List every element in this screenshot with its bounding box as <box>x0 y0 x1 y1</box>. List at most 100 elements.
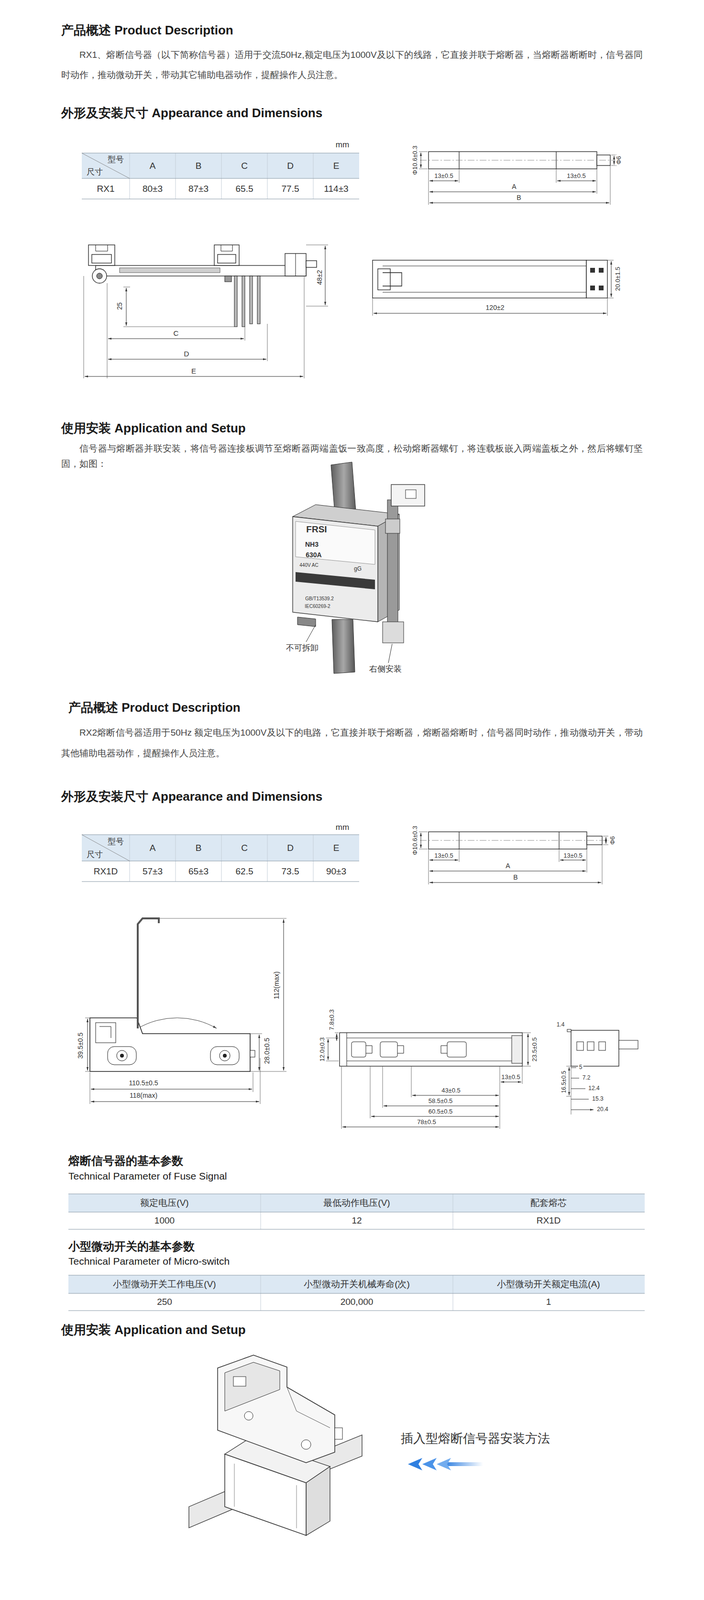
signal-top-view-shape <box>598 267 604 273</box>
plug-in-signal-side-view-shape <box>219 1050 231 1061</box>
fuse-link-drawing-shape <box>418 151 617 205</box>
plug-in-installation-illustration-shape <box>224 1362 280 1411</box>
fuse-link-drawing-shape <box>429 870 586 872</box>
plug-in-signal-end-view-shape <box>569 1067 570 1096</box>
plug-in-signal-top-view-shape <box>328 1038 329 1060</box>
plug-in-signal-end-view-shape <box>598 1041 606 1051</box>
fuse-link-drawing-shape <box>419 840 609 841</box>
fuse-installation-illustration-shape <box>388 643 393 663</box>
plug-in-installation-illustration-shape <box>217 1354 335 1463</box>
dimension-label: 120±2 <box>484 303 506 312</box>
signal-side-view-shape <box>95 265 307 276</box>
plug-in-installation-illustration <box>188 1354 363 1536</box>
signal-top-view-shape <box>382 272 402 286</box>
dimension-label: 43±0.5 <box>440 1087 462 1095</box>
dimension-label: B <box>512 873 519 881</box>
table-cell: A <box>148 842 157 854</box>
product-marking: GB/T13539.2 <box>304 595 335 602</box>
unit-label: mm <box>334 140 351 150</box>
plug-in-signal-top-view-shape <box>351 1041 366 1057</box>
table-cell: 250 <box>155 1296 174 1308</box>
dimension-table-grid <box>81 153 360 199</box>
section-heading: 外形及安装尺寸 Appearance and Dimensions <box>61 789 323 804</box>
plug-in-installation-illustration-shape <box>286 1386 330 1428</box>
parameter-table-grid-shape <box>260 1193 453 1230</box>
parameter-table-grid-shape <box>68 1193 645 1230</box>
parameter-table-grid-shape <box>68 1193 645 1212</box>
signal-top-view-shape <box>590 285 595 291</box>
table-cell: 57±3 <box>141 866 164 877</box>
signal-side-view-shape <box>214 244 240 266</box>
dimension-label: 13±0.5 <box>500 1073 522 1081</box>
plug-in-signal-top-view-shape <box>365 1045 373 1054</box>
signal-side-view-shape <box>325 245 326 306</box>
dimension-table-grid-shape <box>129 834 314 882</box>
signal-side-view-shape <box>84 376 304 377</box>
signal-side-view-shape <box>306 260 317 268</box>
insertion-arrow-shape <box>436 1457 451 1471</box>
plug-in-signal-side-view-shape <box>120 1053 124 1058</box>
dimension-table-grid-shape <box>81 153 360 199</box>
body-text: RX2熔断信号器适用于50Hz 额定电压为1000V及以下的电路，它直接并联于熔… <box>61 722 643 764</box>
fuse-installation-illustration-shape <box>382 621 404 643</box>
fuse-link-drawing-shape <box>429 882 602 883</box>
table-cell: RX1D <box>92 866 120 877</box>
fuse-installation-illustration-shape <box>385 518 400 534</box>
dimension-label: 60.5±0.5 <box>427 1108 454 1116</box>
plug-in-signal-top-view-shape <box>336 1033 338 1041</box>
dimension-label: 23.5±0.5 <box>531 1036 539 1063</box>
insertion-arrow-shape <box>422 1457 437 1471</box>
table-cell: 65±3 <box>187 866 210 877</box>
plug-in-signal-top-view-shape <box>383 1105 499 1107</box>
table-cell: 87±3 <box>187 183 210 195</box>
product-marking: gG <box>352 565 363 573</box>
dimension-label: 25 <box>115 301 124 311</box>
table-cell: 90±3 <box>325 866 348 877</box>
dimension-label: 118(max) <box>128 1091 159 1100</box>
signal-side-view-shape <box>257 275 261 324</box>
table-cell: 80±3 <box>141 183 164 195</box>
table-cell: 型号 <box>106 836 125 847</box>
signal-top-view-shape <box>372 260 587 298</box>
dimension-label: 58.5±0.5 <box>427 1097 454 1105</box>
section-heading: 产品概述 Product Description <box>61 23 234 38</box>
dimension-label: 48±2 <box>315 268 324 286</box>
plug-in-signal-side-view-shape <box>90 1101 260 1102</box>
dimension-label: Φ10.6±0.3 <box>411 144 419 176</box>
dimension-label: B <box>515 193 522 202</box>
dimension-table-grid-shape <box>81 834 360 882</box>
plug-in-signal-top-view-shape <box>500 1081 522 1083</box>
plug-in-signal-top-view-shape <box>511 1035 523 1064</box>
section-heading: Technical Parameter of Micro-switch <box>68 1255 230 1267</box>
dimension-label: 5 <box>578 1064 584 1071</box>
plug-in-signal-side-view-shape <box>137 918 159 1029</box>
signal-top-view-shape <box>377 268 391 290</box>
parameter-table-grid-shape <box>68 1275 645 1294</box>
signal-side-view-shape <box>285 253 307 276</box>
table-cell: 尺寸 <box>85 849 104 860</box>
plug-in-signal-end-view-shape <box>571 1030 619 1067</box>
fuse-link-drawing-shape <box>605 836 607 844</box>
section-heading: Technical Parameter of Fuse Signal <box>68 1170 228 1182</box>
fuse-link-drawing-shape <box>420 152 422 168</box>
fuse-installation-illustration-shape <box>306 624 316 642</box>
table-cell: 62.5 <box>234 866 255 877</box>
table-cell: E <box>332 160 341 172</box>
table-cell: 114±3 <box>322 183 350 195</box>
signal-top-view-shape <box>611 261 612 297</box>
plug-in-signal-side-view-shape <box>95 1022 116 1043</box>
dimension-label: 13±0.5 <box>433 172 455 180</box>
plug-in-signal-top-view-shape <box>339 1032 523 1067</box>
dimension-label: 39.5±0.5 <box>76 1031 85 1060</box>
signal-top-view-shape <box>590 267 595 273</box>
plug-in-signal-side-view-shape <box>90 1089 253 1090</box>
signal-side-view-shape <box>95 244 108 252</box>
fuse-link-drawing-shape <box>420 832 422 848</box>
fuse-link-drawing-shape <box>429 202 610 204</box>
body-text: 信号器与熔断器并联安装，将信号器连接板调节至熔断器两端盖饭一致高度，松动熔断器螺… <box>61 440 643 472</box>
fuse-installation-illustration-shape <box>331 619 355 674</box>
dimension-label: A <box>504 861 511 870</box>
callout-label: 右侧安装 <box>368 664 403 674</box>
signal-side-view-shape <box>108 359 267 360</box>
